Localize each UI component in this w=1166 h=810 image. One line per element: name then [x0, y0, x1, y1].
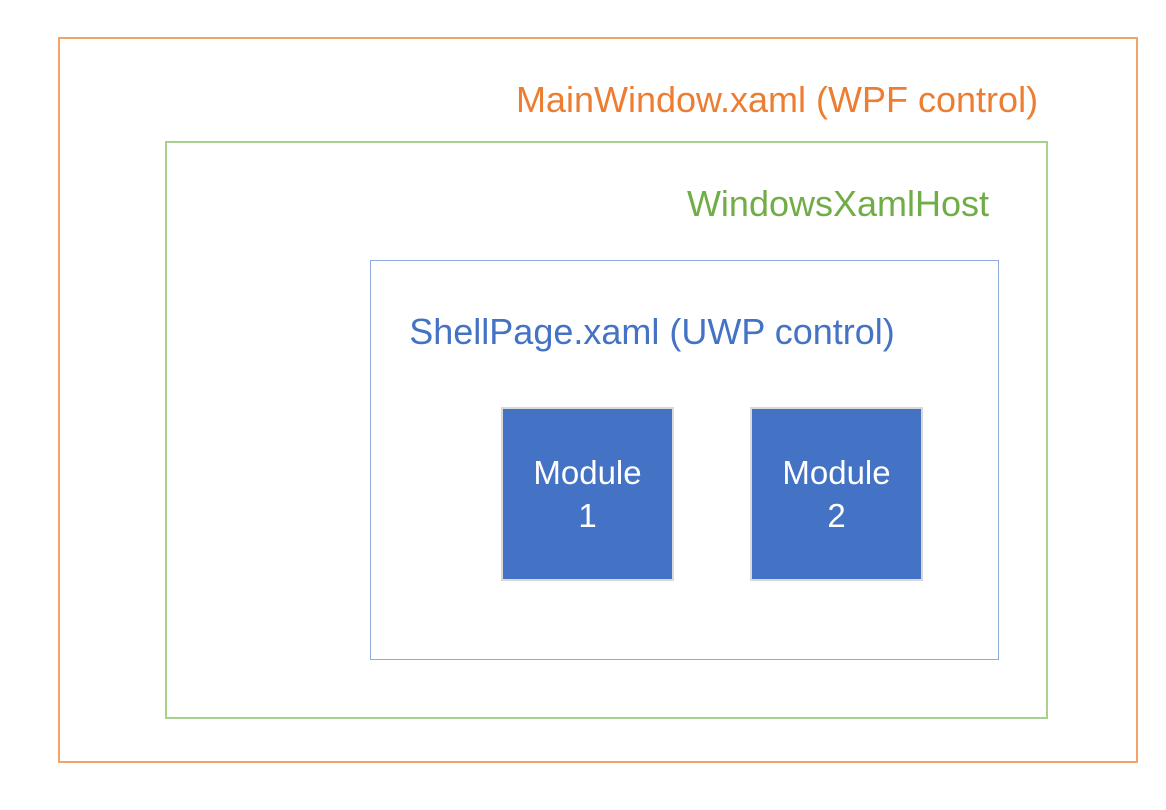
shell-page-box [370, 260, 999, 660]
module-1-name: Module [533, 454, 642, 491]
module-1-number: 1 [578, 497, 597, 534]
module-2-box: Module 2 [750, 407, 923, 581]
module-2-name: Module [782, 454, 891, 491]
main-window-box [58, 37, 1138, 763]
windows-xaml-host-box [165, 141, 1048, 719]
module-2-number: 2 [827, 497, 846, 534]
main-window-label: MainWindow.xaml (WPF control) [515, 79, 1039, 120]
windows-xaml-host-label: WindowsXamlHost [686, 183, 990, 224]
shell-page-label: ShellPage.xaml (UWP control) [409, 311, 895, 352]
module-1-box: Module 1 [501, 407, 674, 581]
